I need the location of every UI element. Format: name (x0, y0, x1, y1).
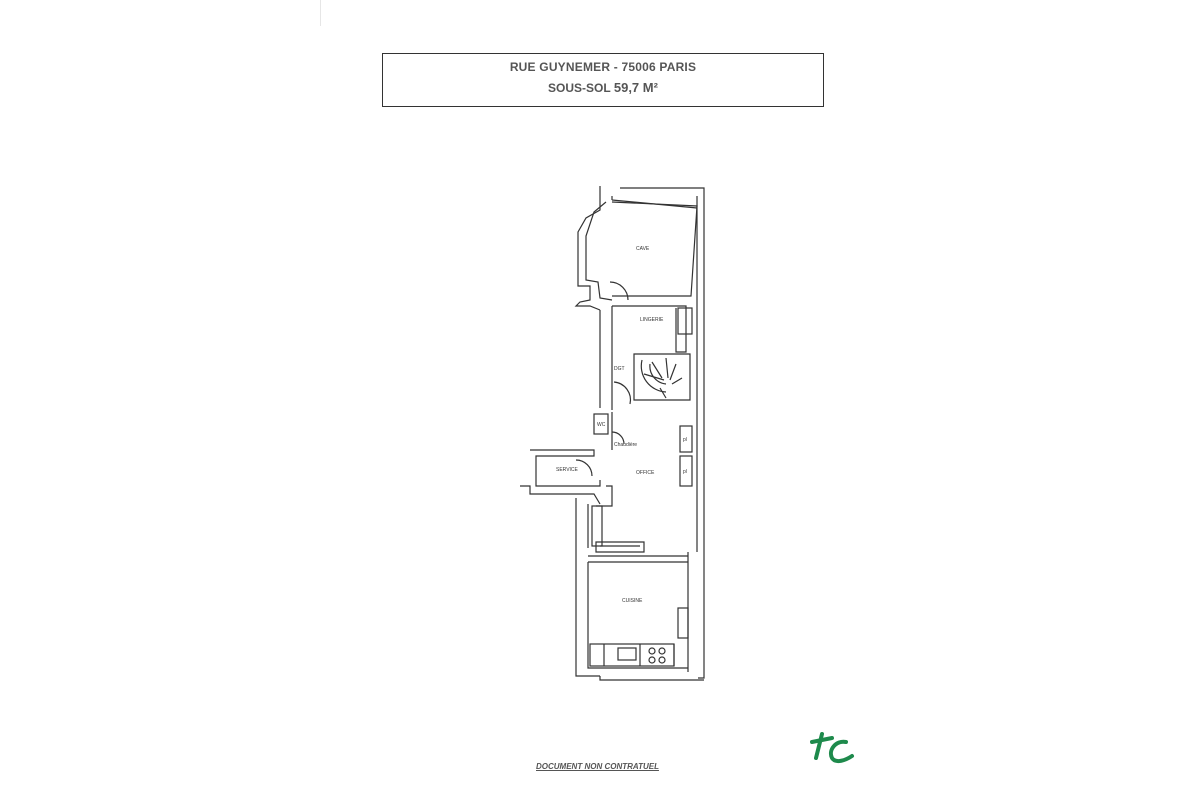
kitchen-cabinet (677, 607, 689, 639)
tc-logo-icon (810, 732, 854, 764)
outer-wall-left-top (574, 186, 601, 311)
cabinet-label-1: pl (683, 437, 687, 443)
level-label: SOUS-SOL (548, 81, 611, 95)
wc-box (593, 413, 609, 435)
cave-wall (611, 201, 698, 297)
wall-left-mid (599, 306, 613, 450)
area-value: 59,7 M² (613, 80, 658, 95)
room-label-cuisine: CUISINE (622, 598, 643, 604)
room-label-service: SERVICE (556, 467, 579, 473)
wc-door-swing (611, 431, 625, 445)
wall-left-lower (575, 498, 600, 677)
room-label-cave: CAVE (636, 246, 650, 252)
kitchen-sink (617, 647, 637, 661)
scan-edge-mark (320, 0, 321, 26)
service-wall (520, 449, 613, 507)
burner-3 (648, 656, 656, 664)
room-label-office: OFFICE (636, 470, 655, 476)
office-counter (595, 541, 645, 553)
address-title: RUE GUYNEMER - 75006 PARIS (509, 60, 697, 74)
title-box: RUE GUYNEMER - 75006 PARIS SOUS-SOL 59,7… (382, 53, 824, 107)
disclaimer-text: DOCUMENT NON CONTRATUEL (536, 762, 659, 771)
wall-left-inner (585, 201, 613, 301)
cabinet-label-2: pl (683, 469, 687, 475)
service-door-swing (575, 459, 593, 477)
staircase-outline (633, 353, 691, 401)
burner-2 (658, 647, 666, 655)
office-cabinet-2 (679, 455, 693, 487)
kitchen-wall (587, 562, 688, 669)
room-label-chaudiere: Chaudière (614, 442, 637, 448)
kitchen-top-wall (588, 555, 688, 563)
burner-4 (658, 656, 666, 664)
outer-wall-bottom (599, 676, 704, 681)
lingerie-cabinet (677, 307, 693, 335)
outer-wall-right (620, 187, 705, 679)
staircase-spiral (640, 357, 683, 399)
office-cabinet-1 (679, 425, 693, 453)
room-label-wc: WC (597, 422, 606, 428)
cave-door-swing (609, 281, 629, 301)
lingerie-wall (612, 305, 687, 353)
office-shelf (591, 505, 603, 547)
kitchen-appliance-dividers (603, 644, 675, 666)
burner-1 (648, 647, 656, 655)
room-label-dgt: DGT (614, 366, 625, 372)
dgt-door-swing (613, 381, 632, 405)
surface-subtitle: SOUS-SOL 59,7 M² (383, 80, 823, 95)
room-label-lingerie: LINGERIE (640, 317, 664, 323)
